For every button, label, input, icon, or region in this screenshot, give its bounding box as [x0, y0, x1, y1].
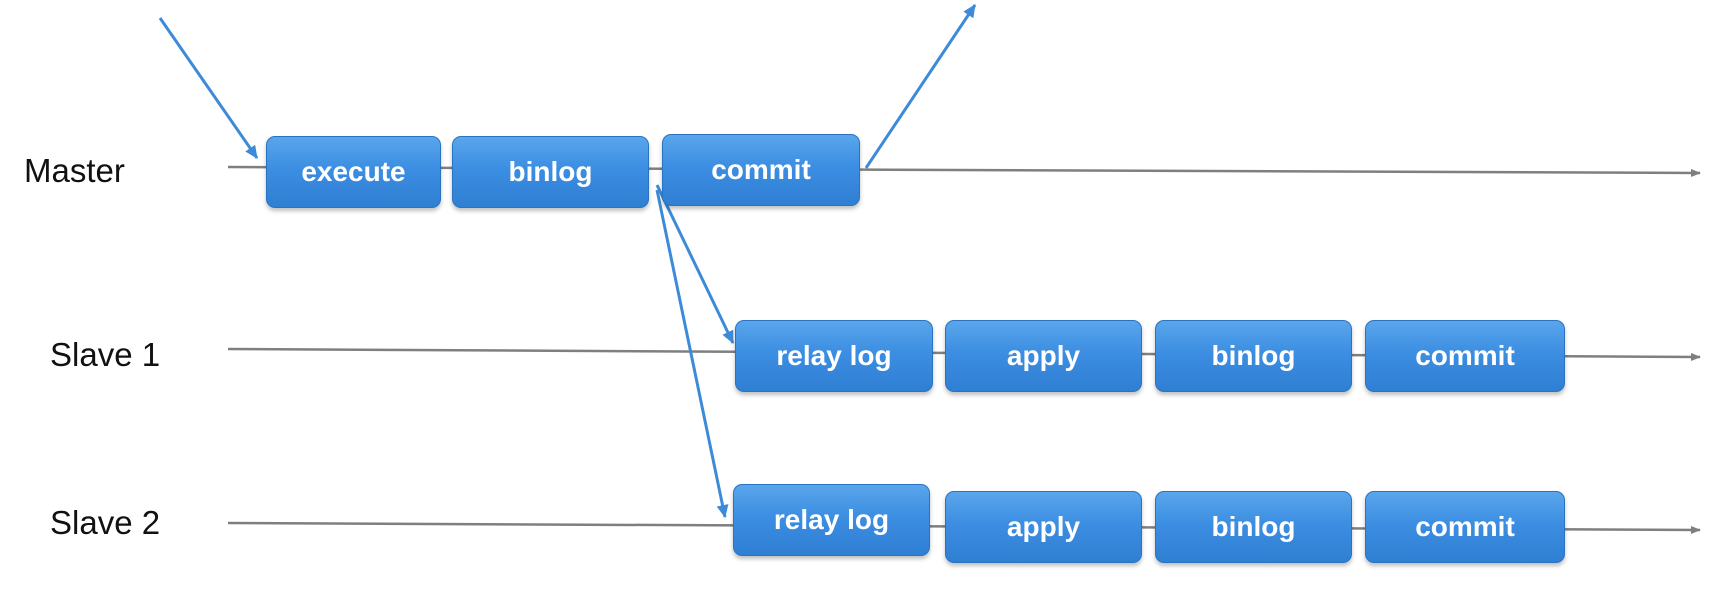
slave1-apply-step: apply: [945, 320, 1142, 392]
incoming-arrow: [158, 17, 259, 159]
master-execute-step: execute: [266, 136, 441, 208]
master-binlog-step: binlog: [452, 136, 649, 208]
slave2-label: Slave 2: [50, 504, 161, 541]
slave2-apply-step: apply: [945, 491, 1142, 563]
slave1-label: Slave 1: [50, 336, 161, 373]
slave2-binlog-step: binlog: [1155, 491, 1352, 563]
master-label: Master: [24, 152, 125, 189]
binlog-to-slave2-arrow: [655, 189, 729, 518]
binlog-to-slave1-arrow: [655, 184, 735, 344]
slave1-binlog-step: binlog: [1155, 320, 1352, 392]
slave1-commit-step: commit: [1365, 320, 1565, 392]
slave2-commit-step: commit: [1365, 491, 1565, 563]
master-timeline: [227, 165, 1701, 177]
outgoing-arrow: [864, 4, 977, 169]
slave2-relay-log-step: relay log: [733, 484, 930, 556]
master-commit-step: commit: [662, 134, 860, 206]
slave1-relay-log-step: relay log: [735, 320, 933, 392]
